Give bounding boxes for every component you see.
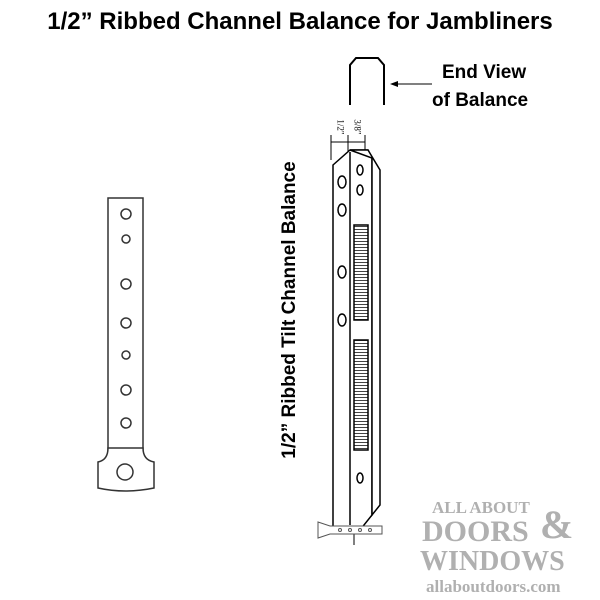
watermark-url: allaboutdoors.com: [426, 577, 561, 596]
dimension-left: 1/2": [335, 119, 346, 135]
side-view-balance: [332, 149, 381, 545]
end-view-label-line2: of Balance: [432, 90, 529, 111]
side-label: 1/2” Ribbed Tilt Channel Balance: [279, 161, 300, 459]
watermark-line1: ALL ABOUT: [432, 498, 530, 517]
small-balance-piece: [317, 521, 383, 539]
watermark-line3: WINDOWS: [420, 546, 565, 577]
watermark-line2: DOORS: [422, 515, 529, 548]
watermark-ampersand: &: [540, 502, 574, 547]
dimension-right: 3/8": [352, 119, 363, 135]
end-view-label-line1: End View: [442, 62, 527, 83]
page-title: 1/2” Ribbed Channel Balance for Jambline…: [47, 8, 553, 35]
spring-upper: [353, 224, 369, 321]
spring-lower: [353, 339, 369, 451]
end-view-arrowhead: [390, 81, 398, 87]
front-view-balance: [97, 197, 155, 492]
end-view-channel: [349, 57, 385, 105]
